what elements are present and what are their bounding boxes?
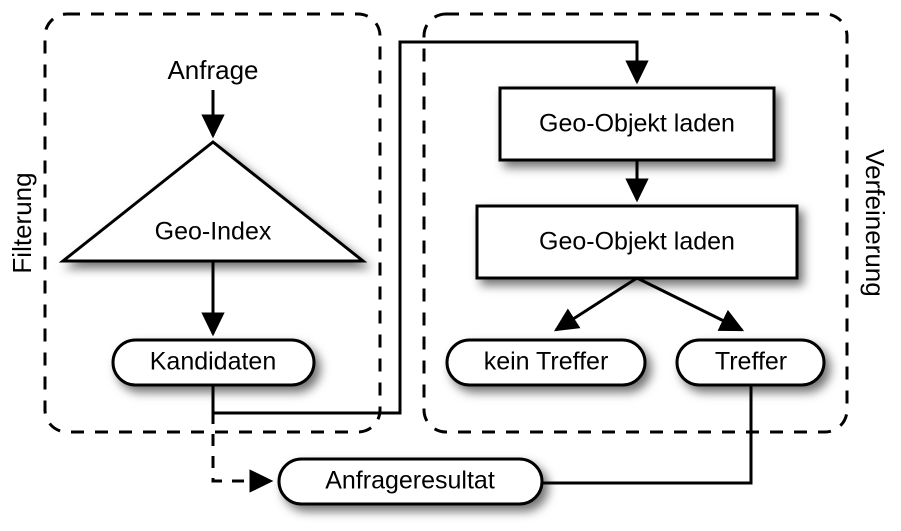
edge-geo-objekt-laden-2-to-treffer xyxy=(636,276,745,332)
edge-treffer-to-anfrageresultat xyxy=(542,385,753,485)
node-geo-objekt-laden-2-shape[interactable] xyxy=(475,204,799,280)
node-geo-objekt-laden-2-label: Geo-Objekt laden xyxy=(539,228,735,256)
group-verfeinerung: Verfeinerung xyxy=(422,12,890,434)
node-treffer-label: Treffer xyxy=(715,348,787,376)
node-anfrage-label: Anfrage xyxy=(167,55,258,85)
group-verfeinerung-label: Verfeinerung xyxy=(860,149,890,296)
node-anfrageresultat-shape[interactable] xyxy=(277,457,544,506)
group-filterung-label: Filterung xyxy=(7,172,37,273)
node-treffer[interactable]: Treffer xyxy=(675,338,826,387)
node-geo-index[interactable]: Geo-Index xyxy=(58,140,368,263)
node-kandidaten-label: Kandidaten xyxy=(150,348,277,376)
group-verfeinerung-border xyxy=(422,12,849,434)
node-kein-treffer[interactable]: kein Treffer xyxy=(445,338,647,387)
edge-kandidaten-to-geo-objekt-laden-1 xyxy=(211,40,649,415)
node-anfrageresultat-label: Anfrageresultat xyxy=(325,467,495,495)
group-filterung: Filterung xyxy=(7,12,382,434)
node-kandidaten-shape[interactable] xyxy=(111,338,316,387)
node-geo-index-shape[interactable] xyxy=(58,140,368,263)
node-kandidaten[interactable]: Kandidaten xyxy=(111,338,316,387)
node-kein-treffer-shape[interactable] xyxy=(445,338,647,387)
node-geo-objekt-laden-2[interactable]: Geo-Objekt laden xyxy=(475,204,799,280)
edge-kandidaten-to-anfrageresultat xyxy=(211,390,274,493)
group-filterung-border xyxy=(43,12,382,434)
node-anfrageresultat[interactable]: Anfrageresultat xyxy=(277,457,544,506)
node-geo-objekt-laden-1-label: Geo-Objekt laden xyxy=(539,110,735,138)
node-anfrage: Anfrage xyxy=(167,55,258,85)
node-geo-objekt-laden-1-shape[interactable] xyxy=(498,86,776,162)
node-treffer-shape[interactable] xyxy=(675,338,826,387)
node-kein-treffer-label: kein Treffer xyxy=(484,348,609,376)
node-geo-index-label: Geo-Index xyxy=(155,218,272,246)
node-geo-objekt-laden-1[interactable]: Geo-Objekt laden xyxy=(498,86,776,162)
edge-geo-objekt-laden-2-to-kein-treffer xyxy=(553,276,638,332)
